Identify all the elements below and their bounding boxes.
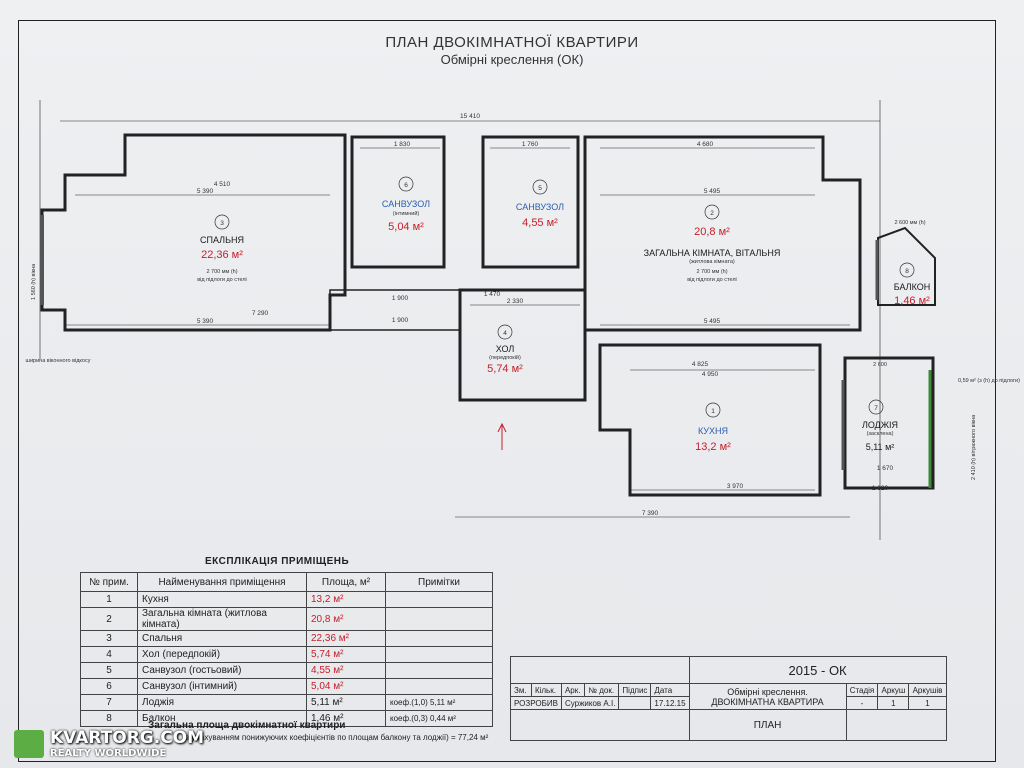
- col-header: Найменування приміщення: [137, 572, 307, 592]
- svg-text:(передпокій): (передпокій): [489, 354, 521, 361]
- page-title: ПЛАН ДВОКІМНАТНОЇ КВАРТИРИ: [385, 34, 639, 51]
- total-area-label: Загальна площа двокімнатної квартири: [148, 720, 346, 731]
- page-subtitle: Обмірні креслення (ОК): [440, 52, 584, 67]
- explication-table: № прим. Найменування приміщення Площа, м…: [80, 572, 493, 727]
- room-4: 4 ХОЛ (передпокій) 5,74 м²: [487, 324, 523, 375]
- svg-text:1 900: 1 900: [392, 295, 409, 302]
- svg-text:4 680: 4 680: [697, 141, 714, 148]
- svg-text:ХОЛ: ХОЛ: [496, 344, 515, 354]
- explication-title: ЕКСПЛІКАЦІЯ ПРИМІЩЕНЬ: [205, 556, 350, 567]
- svg-text:3 970: 3 970: [727, 483, 744, 490]
- total-area-note: (з урахуванням понижуючих коефіцієнтів п…: [183, 733, 489, 742]
- svg-text:САНВУЗОЛ: САНВУЗОЛ: [382, 199, 430, 209]
- svg-text:1 760: 1 760: [522, 141, 539, 148]
- svg-text:ЛОДЖІЯ: ЛОДЖІЯ: [862, 420, 898, 430]
- svg-text:2 410 (h) вітражного вікна: 2 410 (h) вітражного вікна: [971, 414, 977, 480]
- dimension-labels: 15 410 5 390 4 510 7 290 5 390 1 830 1 7…: [26, 113, 1021, 517]
- svg-text:ЗАГАЛЬНА КІМНАТА, ВІТАЛЬНЯ: ЗАГАЛЬНА КІМНАТА, ВІТАЛЬНЯ: [644, 248, 781, 258]
- svg-text:5 390: 5 390: [197, 318, 214, 325]
- svg-text:5,11 м²: 5,11 м²: [866, 442, 895, 452]
- watermark: KVARTORG.COM REALTY WORLDWIDE: [8, 724, 204, 764]
- svg-text:20,8 м²: 20,8 м²: [694, 226, 730, 238]
- svg-text:8: 8: [905, 268, 909, 275]
- stamp-plan: ПЛАН: [688, 709, 847, 741]
- svg-text:5 390: 5 390: [197, 188, 214, 195]
- svg-text:1,46 м²: 1,46 м²: [894, 295, 930, 307]
- drawing-frame: [18, 20, 996, 762]
- stamp-doc-title: Обмірні креслення.ДВОКІМНАТНА КВАРТИРА: [688, 683, 847, 710]
- col-header: Примітки: [385, 572, 493, 592]
- svg-text:4 825: 4 825: [692, 361, 709, 368]
- svg-text:2 700 мм (h): 2 700 мм (h): [696, 269, 727, 275]
- col-header: Площа, м²: [306, 572, 386, 592]
- svg-text:5,74 м²: 5,74 м²: [487, 363, 523, 375]
- svg-text:від підлоги до стелі: від підлоги до стелі: [197, 277, 247, 283]
- svg-text:5 495: 5 495: [704, 318, 721, 325]
- svg-text:КУХНЯ: КУХНЯ: [698, 426, 728, 436]
- col-header: № прим.: [80, 572, 138, 592]
- svg-text:5: 5: [538, 185, 542, 192]
- svg-text:(інтимний): (інтимний): [393, 210, 420, 217]
- svg-text:2: 2: [710, 210, 714, 217]
- svg-text:САНВУЗОЛ: САНВУЗОЛ: [516, 202, 564, 212]
- svg-text:1 830: 1 830: [394, 141, 411, 148]
- svg-text:ширина віконного відкосу: ширина віконного відкосу: [26, 358, 91, 364]
- svg-text:4: 4: [503, 330, 507, 337]
- room-6: 6 САНВУЗОЛ (інтимний) 5,04 м²: [382, 176, 430, 233]
- stamp-code: 2015 - ОК: [688, 656, 947, 684]
- svg-text:3: 3: [220, 220, 224, 227]
- svg-text:СПАЛЬНЯ: СПАЛЬНЯ: [200, 235, 244, 245]
- room-8: 8 БАЛКОН 1,46 м²: [894, 262, 930, 307]
- svg-text:7 390: 7 390: [642, 510, 659, 517]
- svg-text:5 495: 5 495: [704, 188, 721, 195]
- svg-text:4,55 м²: 4,55 м²: [522, 217, 558, 229]
- svg-text:2 330: 2 330: [507, 298, 524, 305]
- svg-text:(засклена): (засклена): [867, 431, 894, 437]
- room-2: 2 20,8 м² ЗАГАЛЬНА КІМНАТА, ВІТАЛЬНЯ (жи…: [644, 204, 781, 283]
- svg-text:13,2 м²: 13,2 м²: [695, 441, 731, 453]
- svg-text:БАЛКОН: БАЛКОН: [894, 282, 930, 292]
- house-logo-icon: [14, 730, 44, 758]
- svg-text:2 600: 2 600: [873, 362, 887, 368]
- svg-text:2 700 мм (h): 2 700 мм (h): [206, 269, 237, 275]
- svg-text:1 900: 1 900: [392, 317, 409, 324]
- room-5: 5 САНВУЗОЛ 4,55 м²: [516, 179, 564, 229]
- svg-text:0,59 м² (з (h) до підлоги): 0,59 м² (з (h) до підлоги): [958, 378, 1020, 384]
- svg-text:4 510: 4 510: [214, 181, 231, 188]
- svg-text:7 290: 7 290: [252, 310, 269, 317]
- svg-text:5,04 м²: 5,04 м²: [388, 221, 424, 233]
- svg-text:7: 7: [874, 405, 878, 412]
- svg-text:6: 6: [404, 182, 408, 189]
- svg-text:від підлоги до стелі: від підлоги до стелі: [687, 277, 737, 283]
- svg-text:1 560 (h) вікна: 1 560 (h) вікна: [31, 263, 37, 300]
- room-7: 7 ЛОДЖІЯ (засклена) 5,11 м²: [862, 399, 898, 452]
- svg-text:15 410: 15 410: [460, 113, 480, 120]
- room-3: 3 СПАЛЬНЯ 22,36 м² 2 700 мм (h) від підл…: [197, 214, 247, 283]
- svg-text:(житлова кімната): (житлова кімната): [689, 259, 735, 265]
- svg-text:1 620: 1 620: [872, 485, 889, 492]
- svg-text:1 470: 1 470: [484, 291, 501, 298]
- svg-text:22,36 м²: 22,36 м²: [201, 249, 243, 261]
- svg-text:1 670: 1 670: [877, 465, 894, 472]
- room-1: 1 КУХНЯ 13,2 м²: [695, 402, 731, 453]
- svg-text:1: 1: [711, 408, 715, 415]
- svg-text:2 600 мм (h): 2 600 мм (h): [894, 220, 925, 226]
- svg-text:4 950: 4 950: [702, 371, 719, 378]
